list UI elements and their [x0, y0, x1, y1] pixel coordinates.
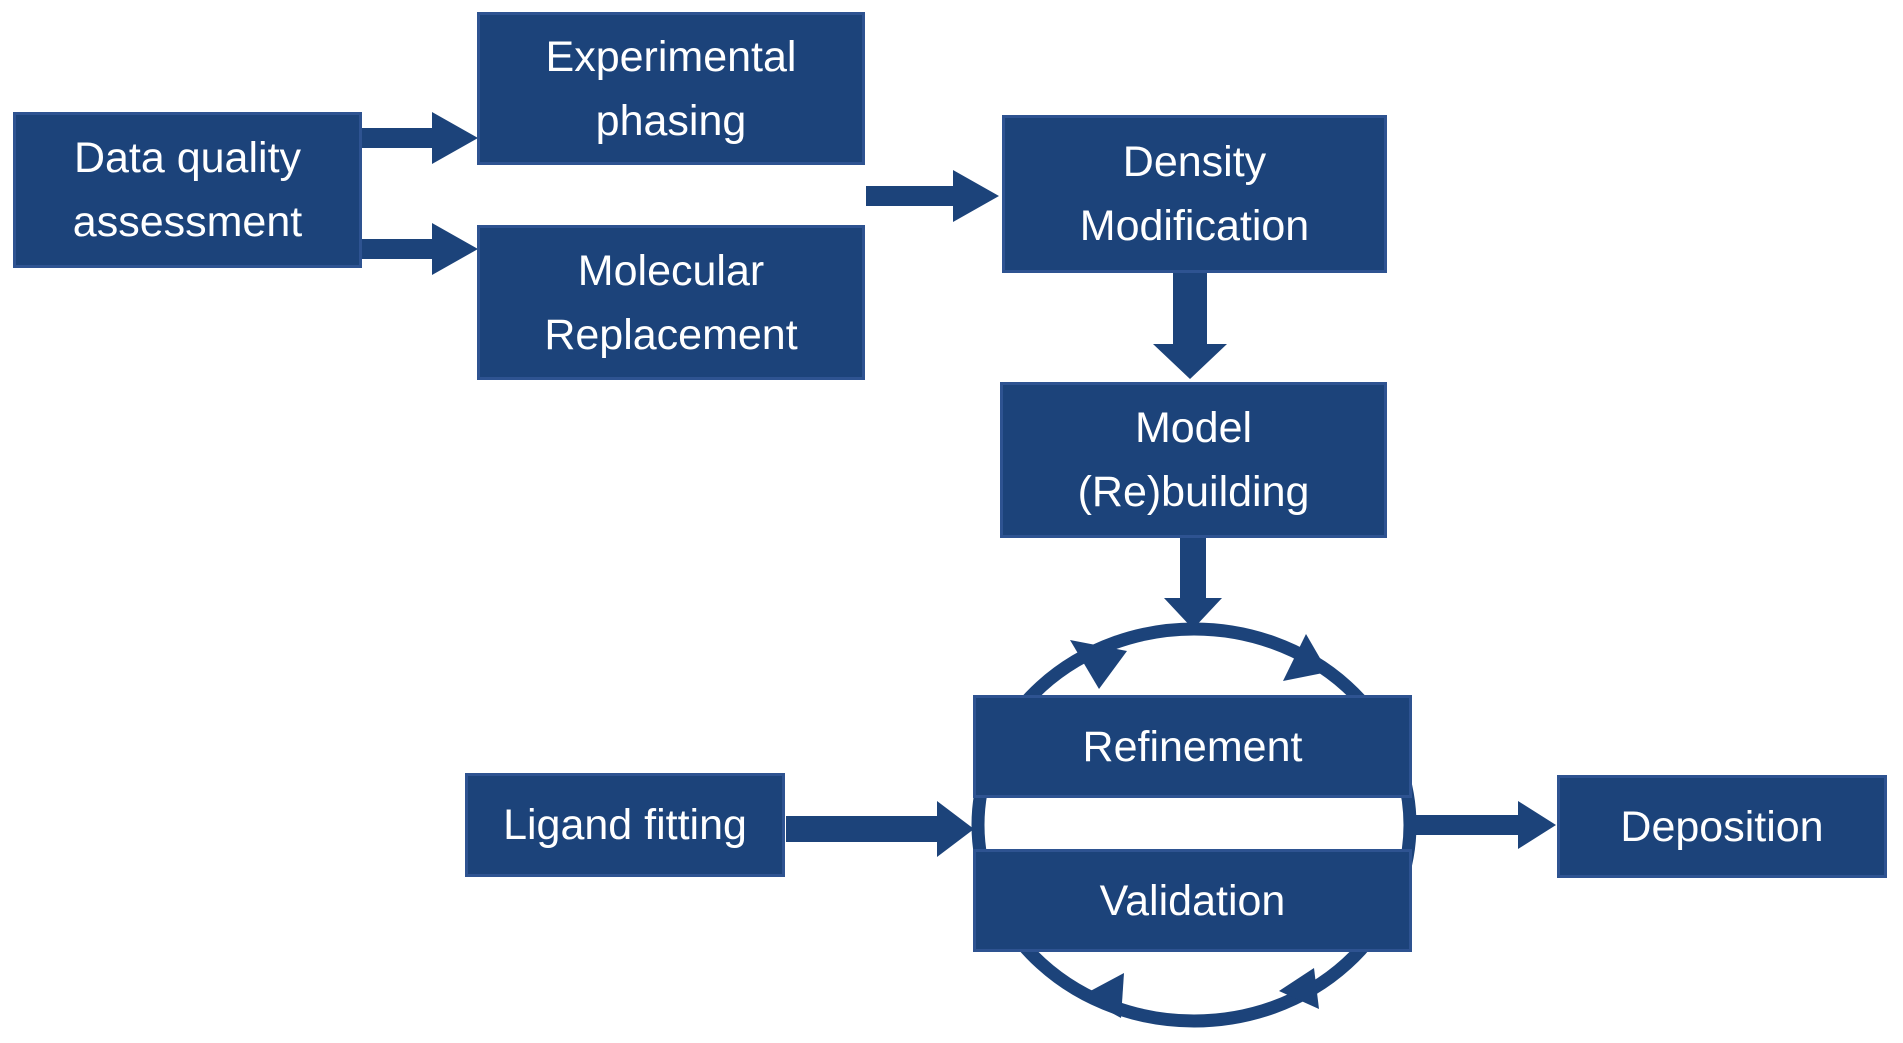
- arrow-model-rebuilding-to-refinement-cycle: [1164, 538, 1222, 629]
- box-data-quality-assessment: Data quality assessment: [13, 112, 362, 268]
- arrow-density-modification-to-model-rebuilding: [1153, 273, 1227, 379]
- box-density-modification: Density Modification: [1002, 115, 1387, 273]
- cycle-arrowhead-top-right-icon: [1283, 634, 1328, 681]
- arrow-ligand-fitting-to-cycle: [786, 801, 974, 857]
- refinement-validation-cycle-ring: [971, 622, 1417, 1028]
- box-label-line: Refinement: [1082, 722, 1303, 771]
- arrow-cycle-to-deposition: [1411, 801, 1556, 849]
- box-model-rebuilding: Model (Re)building: [1000, 382, 1387, 538]
- box-label-line: Data quality: [73, 134, 302, 182]
- box-label-line: Deposition: [1620, 802, 1824, 851]
- box-refinement: Refinement: [973, 695, 1412, 798]
- box-validation: Validation: [973, 849, 1412, 952]
- box-deposition: Deposition: [1557, 775, 1887, 878]
- box-label-line: Modification: [1079, 202, 1310, 250]
- arrow-data-quality-to-molecular-replacement: [362, 223, 478, 275]
- box-label-line: Replacement: [544, 310, 798, 359]
- box-label-line: assessment: [72, 198, 303, 246]
- box-label-line: Experimental: [545, 32, 797, 81]
- cycle-arrowhead-bottom-left-icon: [1081, 973, 1124, 1018]
- box-ligand-fitting: Ligand fitting: [465, 773, 785, 877]
- arrow-phasing-to-density-modification: [866, 170, 999, 222]
- box-molecular-replacement: Molecular Replacement: [477, 225, 865, 380]
- cycle-arrowhead-top-left-icon: [1070, 640, 1127, 689]
- box-label-line: Validation: [1099, 876, 1286, 925]
- arrow-data-quality-to-experimental-phasing: [362, 112, 478, 164]
- box-label-line: Molecular: [577, 246, 765, 295]
- box-label-line: (Re)building: [1077, 468, 1310, 516]
- box-label-line: phasing: [595, 96, 747, 145]
- box-label-line: Density: [1122, 138, 1267, 186]
- cycle-arrowhead-bottom-right-icon: [1279, 968, 1319, 1009]
- box-label-line: Model: [1134, 404, 1253, 452]
- box-label-line: Ligand fitting: [503, 801, 747, 849]
- box-experimental-phasing: Experimental phasing: [477, 12, 865, 165]
